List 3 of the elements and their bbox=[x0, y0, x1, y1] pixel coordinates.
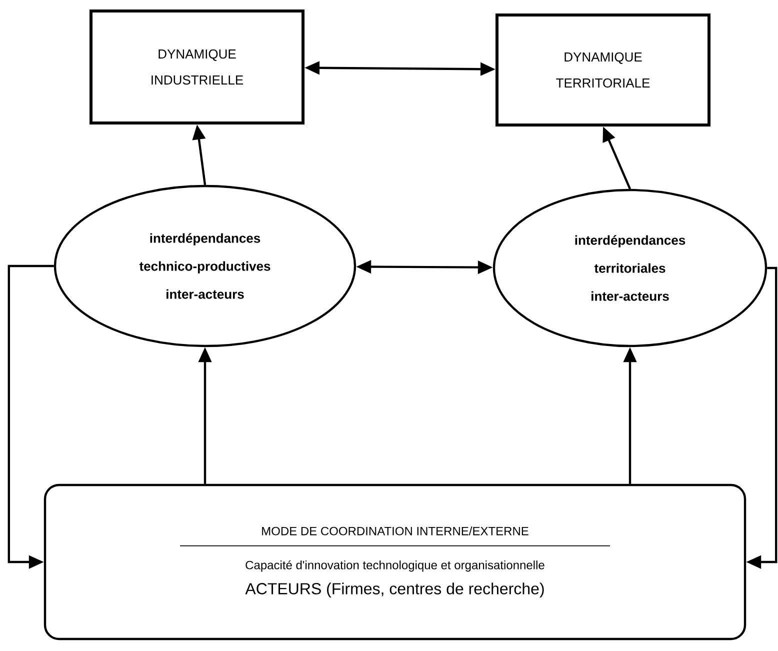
dynamics-box: DYNAMIQUE TERRITORIALE bbox=[496, 14, 710, 126]
dynamics-box: DYNAMIQUE INDUSTRIELLE bbox=[90, 10, 304, 124]
actors-box: MODE DE COORDINATION INTERNE/EXTERNE Capacité d'innovation technologique et organisationnelle ACTEURS (Firmes, centres de recherche) bbox=[44, 484, 746, 640]
